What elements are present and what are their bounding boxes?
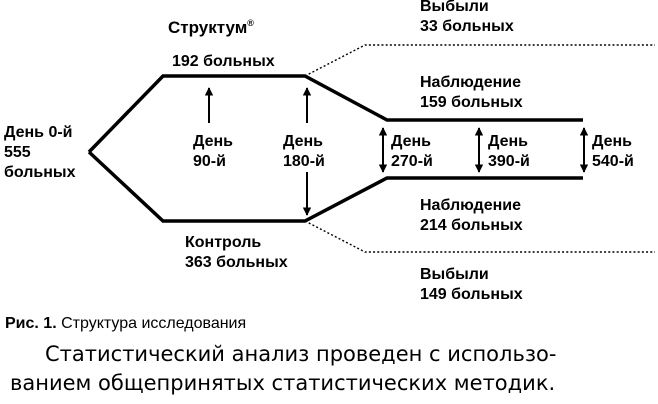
structum-title: Структум® xyxy=(168,18,254,37)
body-line-1: Статистический анализ проведен с использ… xyxy=(45,342,557,366)
dropout-bottom-line xyxy=(304,220,655,253)
observation-top-count: 159 больных xyxy=(420,94,523,111)
dropout-bottom-count: 149 больных xyxy=(420,286,523,303)
observation-bottom-count: 214 больных xyxy=(420,217,523,234)
dropout-bottom-title: Выбыли xyxy=(420,266,489,283)
dropout-top-count: 33 больных xyxy=(420,18,514,35)
day-90-label: День 90-й xyxy=(193,133,237,170)
control-count: 363 больных xyxy=(185,254,288,271)
observation-top-title: Наблюдение xyxy=(420,74,521,91)
day-540-label: День 540-й xyxy=(592,133,636,170)
figure-caption-label: Рис. 1. xyxy=(5,315,57,332)
dropout-top-title: Выбыли xyxy=(420,0,489,15)
registered-mark: ® xyxy=(247,18,254,28)
dropout-top-line xyxy=(304,44,655,77)
observation-bottom-title: Наблюдение xyxy=(420,197,521,214)
body-paragraph: Статистический анализ проведен с использ… xyxy=(10,340,655,398)
day-180-label: День 180-й xyxy=(283,133,327,170)
body-line-2: ванием общепринятых статистических метод… xyxy=(10,371,556,395)
start-label: День 0-й 555 больных xyxy=(4,124,77,181)
day-390-label: День 390-й xyxy=(488,133,532,170)
control-title: Контроль xyxy=(185,234,261,251)
structum-count: 192 больных xyxy=(172,53,275,70)
day-270-label: День 270-й xyxy=(391,133,435,170)
figure-caption-text: Структура исследования xyxy=(61,315,247,332)
figure-caption: Рис. 1. Структура исследования xyxy=(5,315,246,333)
